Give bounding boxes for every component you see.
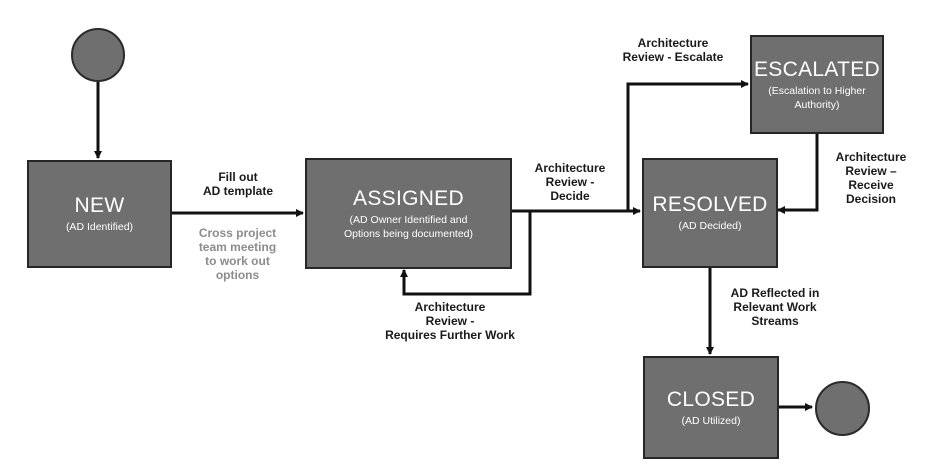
state-closed-subtitle: (AD Utilized) xyxy=(681,414,741,427)
label-cross-project: Cross project team meeting to work out o… xyxy=(198,226,277,282)
label-review-escalate: Architecture Review - Escalate xyxy=(622,36,724,64)
state-closed: CLOSED (AD Utilized) xyxy=(643,356,779,459)
state-resolved-subtitle: (AD Decided) xyxy=(678,220,742,232)
state-escalated: ESCALATED (Escalation to Higher Authorit… xyxy=(750,35,884,134)
arrow-further-work-loop xyxy=(400,212,532,296)
end-node xyxy=(815,381,870,436)
state-new-subtitle: (AD Identified) xyxy=(65,221,134,233)
state-resolved-title: RESOLVED xyxy=(652,193,768,216)
state-closed-title: CLOSED xyxy=(666,387,756,411)
state-resolved: RESOLVED (AD Decided) xyxy=(642,158,778,268)
label-ad-reflected: AD Reflected in Relevant Work Streams xyxy=(730,286,820,328)
label-review-further: Architecture Review - Requires Further W… xyxy=(385,300,515,342)
start-node xyxy=(71,28,125,82)
state-assigned-title: ASSIGNED xyxy=(353,186,464,210)
label-review-receive: Architecture Review – Receive Decision xyxy=(835,150,907,206)
arrow-to-escalated xyxy=(626,80,749,211)
state-assigned-subtitle: (AD Owner Identified and Options being d… xyxy=(344,213,473,240)
arrow-escalated-to-resolved xyxy=(777,134,819,214)
state-new: NEW (AD Identified) xyxy=(27,160,172,268)
state-assigned: ASSIGNED (AD Owner Identified and Option… xyxy=(305,158,512,269)
state-escalated-title: ESCALATED xyxy=(753,57,880,81)
state-new-title: NEW xyxy=(74,194,125,217)
label-review-decide: Architecture Review - Decide xyxy=(534,161,606,203)
label-fill-out: Fill out AD template xyxy=(202,170,273,198)
state-escalated-subtitle: (Escalation to Higher Authority) xyxy=(768,84,866,111)
